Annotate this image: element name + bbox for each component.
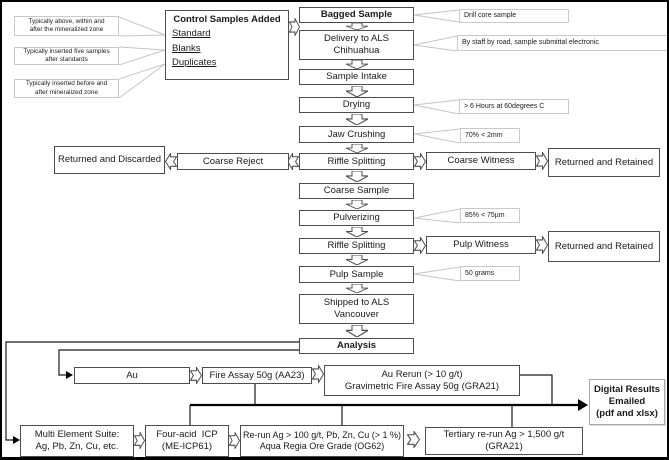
control-item-duplicates: Duplicates bbox=[172, 57, 217, 69]
control-item-standard: Standard bbox=[172, 27, 211, 39]
box-returned-retained-pulp: Returned and Retained bbox=[548, 231, 660, 262]
callout-crush-size: 70% < 2mm bbox=[460, 128, 520, 143]
callout-wedge-lines bbox=[118, 9, 461, 282]
step-riffle-splitting-1: Riffle Splitting bbox=[299, 153, 414, 170]
callout-drying-hours: > 6 Hours at 60degrees C bbox=[459, 99, 569, 114]
control-samples-title: Control Samples Added bbox=[173, 14, 281, 25]
box-returned-discarded: Returned and Discarded bbox=[54, 146, 165, 174]
control-item-blanks: Blanks bbox=[172, 42, 201, 54]
box-au: Au bbox=[74, 367, 190, 384]
box-au-rerun-gravimetric: Au Rerun (> 10 g/t) Gravimetric Fire Ass… bbox=[324, 365, 520, 396]
box-pulp-witness: Pulp Witness bbox=[426, 236, 536, 254]
callout-drill-core: Drill core sample bbox=[459, 9, 569, 23]
control-samples-box: Control Samples Added Standard Blanks Du… bbox=[165, 10, 289, 80]
routing-lines bbox=[5, 341, 553, 441]
box-fire-assay: Fire Assay 50g (AA23) bbox=[202, 367, 312, 384]
box-tertiary-rerun: Tertiary re-run Ag > 1,500 g/t (GRA21) bbox=[425, 427, 583, 455]
step-pulp-sample: Pulp Sample bbox=[299, 266, 414, 283]
box-returned-retained-coarse: Returned and Retained bbox=[548, 148, 660, 177]
arrowhead-icon bbox=[66, 371, 73, 379]
box-digital-results: Digital Results Emailed (pdf and xlsx) bbox=[589, 379, 665, 425]
box-multi-element-suite: Multi Element Suite: Ag, Pb, Zn, Cu, etc… bbox=[20, 425, 134, 457]
step-riffle-splitting-2: Riffle Splitting bbox=[299, 238, 414, 254]
arrowhead-icon bbox=[578, 399, 588, 411]
box-rerun-aqua-regia: Re-run Ag > 100 g/t, Pb, Zn, Cu (> 1 %) … bbox=[240, 425, 404, 457]
box-coarse-reject: Coarse Reject bbox=[177, 153, 289, 170]
callout-pulp-grams: 50 grams bbox=[460, 266, 520, 281]
step-jaw-crushing: Jaw Crushing bbox=[299, 126, 414, 143]
step-pulverizing: Pulverizing bbox=[299, 210, 414, 226]
callout-five-samples: Typically inserted five samples after st… bbox=[14, 47, 119, 65]
step-delivery-als-chihuahua: Delivery to ALS Chihuahua bbox=[299, 30, 414, 60]
step-shipped-als-vancouver: Shipped to ALS Vancouver bbox=[299, 294, 414, 324]
step-bagged-sample: Bagged Sample bbox=[299, 7, 414, 23]
arrowhead-icon bbox=[13, 436, 20, 444]
callout-before-after: Typically inserted before and after mine… bbox=[14, 79, 119, 98]
step-sample-intake: Sample Intake bbox=[299, 69, 414, 85]
step-drying: Drying bbox=[299, 97, 414, 113]
box-coarse-witness: Coarse Witness bbox=[426, 152, 536, 170]
callout-mineralized-zone: Typically above, within and after the mi… bbox=[14, 16, 119, 36]
callout-by-staff: By staff by road, sample submittal elect… bbox=[457, 35, 667, 51]
step-coarse-sample: Coarse Sample bbox=[299, 183, 414, 199]
callout-pulverize-size: 85% < 75µm bbox=[460, 208, 520, 223]
box-four-acid-icp: Four-acid ICP (ME-ICP61) bbox=[145, 425, 229, 457]
step-analysis: Analysis bbox=[299, 338, 414, 354]
